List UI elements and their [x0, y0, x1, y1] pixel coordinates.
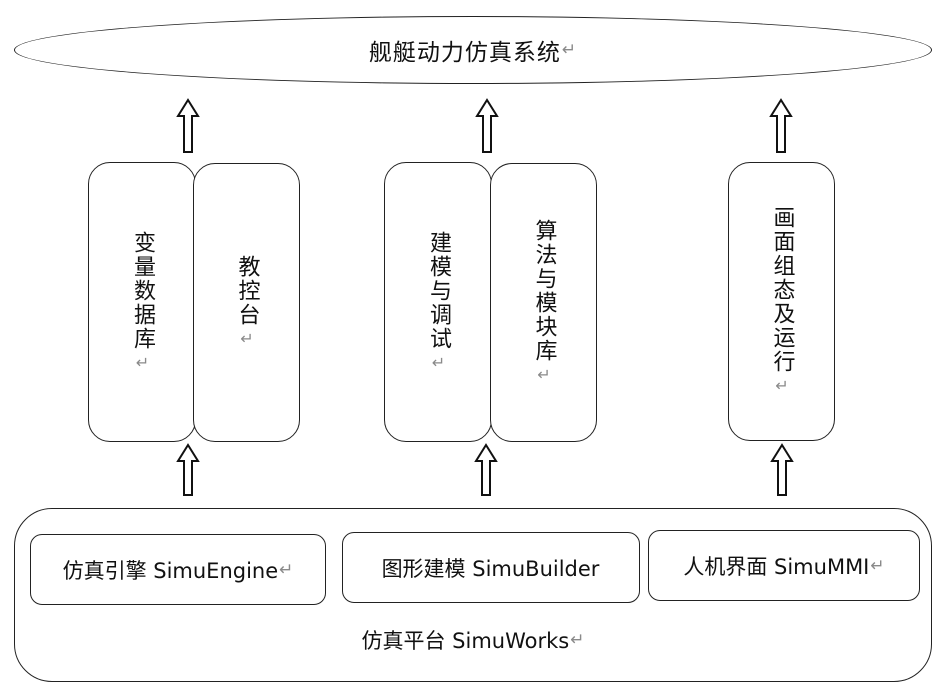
- platform-label: 仿真平台 SimuWorks↵: [14, 620, 932, 660]
- panel-modeling-debugging: 建模与调试↵: [384, 162, 492, 442]
- panel-instructor-console: 教控台↵: [193, 163, 300, 442]
- component-label: 仿真引擎 SimuEngine: [62, 558, 279, 583]
- arrow-shape: [769, 98, 793, 153]
- return-mark-icon: ↵: [133, 352, 152, 374]
- panel-label: 变量数据库↵: [130, 230, 155, 374]
- panel-variable-database: 变量数据库↵: [88, 162, 196, 442]
- arrow-shape: [176, 98, 200, 153]
- panel-label: 建模与调试↵: [426, 230, 451, 374]
- return-mark-icon: ↵: [237, 329, 257, 350]
- return-mark-icon: ↵: [772, 376, 792, 397]
- up-arrow-engine-top: [176, 98, 200, 153]
- arrow-shape: [474, 443, 498, 496]
- system-title: 舰艇动力仿真系统↵: [14, 16, 932, 84]
- panel-algorithm-module-library: 算法与模块库↵: [490, 163, 597, 442]
- arrow-shape: [770, 443, 794, 496]
- panel-label: 教控台↵: [234, 255, 260, 350]
- component-simummi: 人机界面 SimuMMI↵: [648, 530, 920, 601]
- up-arrow-mmi-top: [769, 98, 793, 153]
- return-mark-icon: ↵: [570, 630, 585, 650]
- return-mark-icon: ↵: [534, 365, 554, 386]
- platform-label-text: 仿真平台 SimuWorks: [361, 629, 570, 653]
- component-simubuilder: 图形建模 SimuBuilder: [342, 532, 640, 603]
- component-label: 图形建模 SimuBuilder: [381, 556, 600, 581]
- panel-label: 算法与模块库↵: [531, 219, 557, 386]
- return-mark-icon: ↵: [429, 352, 448, 374]
- up-arrow-builder-top: [475, 98, 499, 153]
- return-mark-icon: ↵: [561, 40, 578, 60]
- up-arrow-engine-bottom: [176, 443, 200, 496]
- panel-label: 画面组态及运行↵: [769, 206, 795, 397]
- return-mark-icon: ↵: [870, 555, 885, 576]
- arrow-shape: [475, 98, 499, 153]
- arrow-shape: [176, 443, 200, 496]
- return-mark-icon: ↵: [279, 559, 294, 580]
- panel-screen-config-runtime: 画面组态及运行↵: [728, 162, 835, 441]
- system-ellipse: [14, 16, 932, 84]
- platform-container: [14, 508, 932, 682]
- component-simuengine: 仿真引擎 SimuEngine↵: [30, 534, 326, 605]
- system-title-text: 舰艇动力仿真系统: [368, 40, 561, 66]
- up-arrow-mmi-bottom: [770, 443, 794, 496]
- up-arrow-builder-bottom: [474, 443, 498, 496]
- component-label: 人机界面 SimuMMI: [683, 554, 870, 579]
